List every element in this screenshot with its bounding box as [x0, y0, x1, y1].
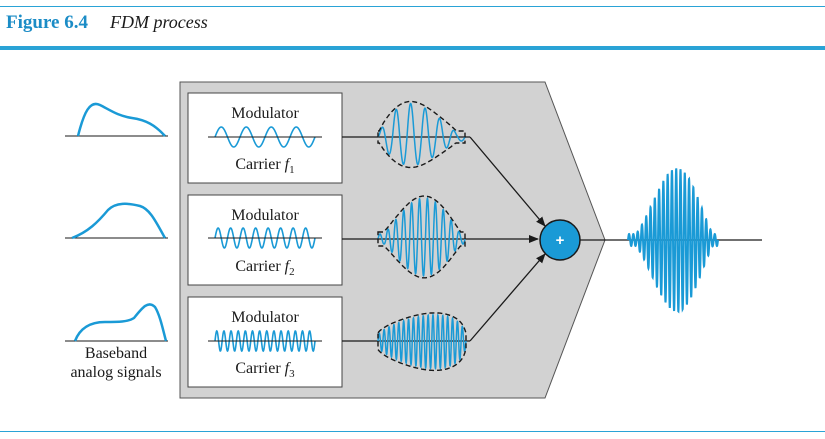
- baseband-signal-3: [65, 303, 168, 342]
- baseband-signal-2: [65, 202, 168, 240]
- caption-rule: [0, 46, 825, 50]
- combiner-plus: +: [556, 232, 565, 249]
- carrier-label-3: Carrier f3: [235, 360, 295, 380]
- modulator-label: Modulator: [231, 309, 299, 326]
- carrier-label-1: Carrier f1: [235, 156, 294, 176]
- figure-caption: Figure 6.4 FDM process: [6, 12, 208, 34]
- modulator-1: Modulator Carrier f1: [187, 92, 343, 184]
- modulator-label: Modulator: [231, 105, 299, 122]
- figure-number: Figure 6.4: [6, 12, 88, 33]
- top-rule: [0, 6, 825, 7]
- carrier-label-2: Carrier f2: [235, 258, 294, 278]
- bottom-rule: [0, 431, 825, 432]
- modulated-signal-2: [377, 195, 466, 279]
- baseband-label-line-1: Baseband: [85, 345, 147, 362]
- baseband-label-line-2: analog signals: [70, 364, 161, 381]
- figure-title: FDM process: [109, 12, 208, 32]
- modulator-3: Modulator Carrier f3: [187, 296, 343, 388]
- modulator-2: Modulator Carrier f2: [187, 194, 343, 286]
- baseband-signal-1: [65, 102, 168, 137]
- modulator-label: Modulator: [231, 207, 299, 224]
- modulated-signal-3: [377, 312, 467, 372]
- composite-signal: [627, 168, 719, 314]
- modulated-signal-1: [377, 100, 466, 169]
- arrow-3: [469, 253, 546, 342]
- arrow-1: [469, 136, 546, 227]
